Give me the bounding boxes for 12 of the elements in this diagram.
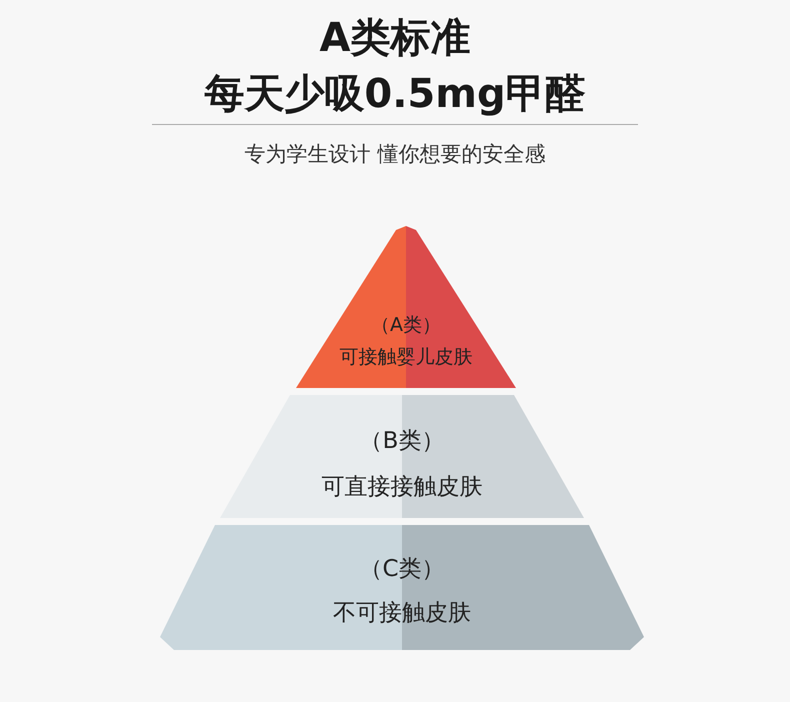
subtitle: 专为学生设计 懂你想要的安全感	[244, 141, 546, 168]
pyramid-tier	[296, 226, 516, 388]
pyramid-tier	[220, 395, 584, 518]
tier-text: 不可接触皮肤	[333, 599, 471, 628]
tier-heading: （A类）	[371, 313, 441, 338]
heading: 每天少吸0.5mg甲醛	[203, 70, 587, 118]
pyramid-tier	[160, 525, 644, 650]
tier-text: 可接触婴儿皮肤	[340, 345, 472, 370]
tier-text: 可直接接触皮肤	[322, 473, 482, 502]
tier-heading: （B类）	[360, 427, 444, 456]
heading: A类标准	[318, 14, 472, 62]
tier-heading: （C类）	[359, 555, 445, 584]
